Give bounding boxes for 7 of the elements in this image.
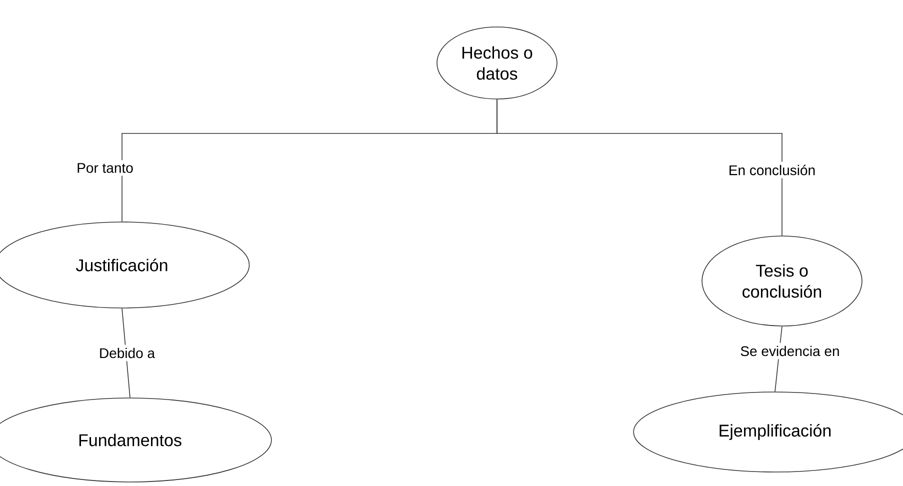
edge-label: Se evidencia en xyxy=(737,342,843,360)
connector-line xyxy=(496,99,782,236)
ellipse-node: Hechos o datos xyxy=(436,26,558,100)
ellipse-node: Tesis o conclusión xyxy=(702,236,862,326)
edge-label: Por tanto xyxy=(74,160,136,176)
edge-label: En conclusión xyxy=(725,162,819,178)
edge-label: Debido a xyxy=(96,344,158,362)
